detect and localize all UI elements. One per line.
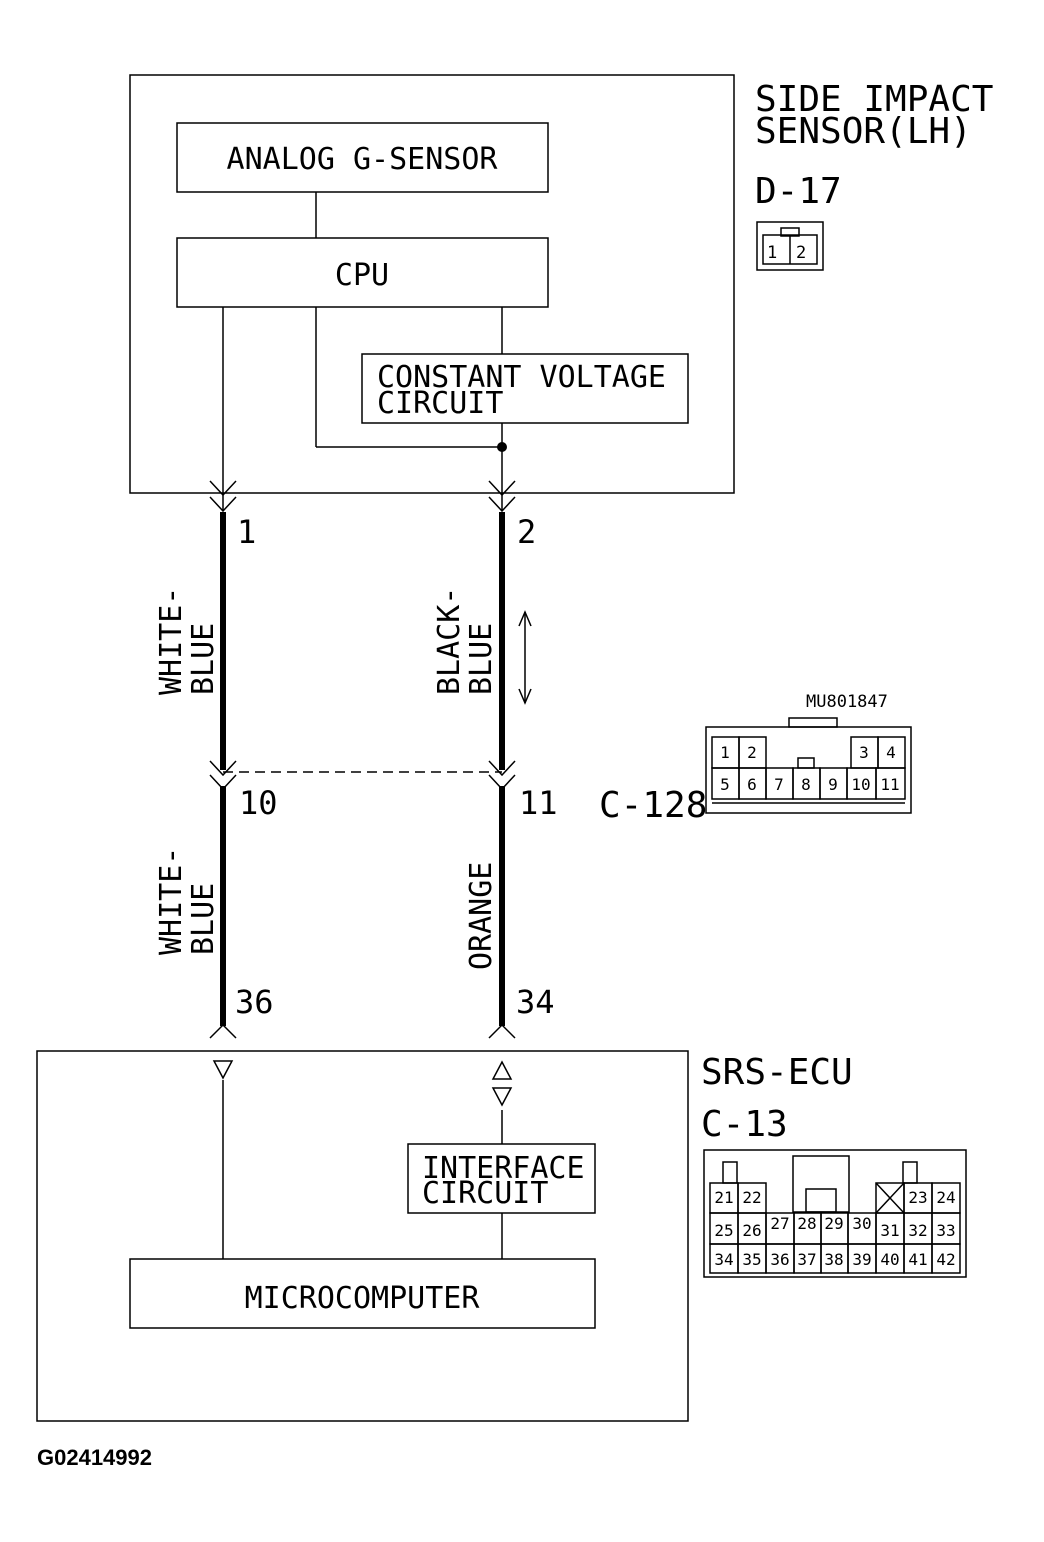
sensor-title-line2: SENSOR(LH) [755, 111, 972, 152]
microcomputer-label: MICROCOMPUTER [245, 1281, 481, 1316]
svg-text:26: 26 [742, 1221, 761, 1240]
svg-text:7: 7 [774, 775, 784, 794]
svg-text:41: 41 [908, 1250, 927, 1269]
pin-number: 11 [519, 784, 558, 822]
svg-text:9: 9 [828, 775, 838, 794]
ecu-box [36, 1050, 689, 1422]
constant-voltage-circuit-block [361, 353, 689, 424]
svg-text:28: 28 [797, 1214, 816, 1233]
cvc-label-line1: CONSTANT VOLTAGE [377, 360, 666, 395]
svg-text:42: 42 [936, 1250, 955, 1269]
svg-text:40: 40 [880, 1250, 899, 1269]
junction-dot [497, 442, 507, 452]
ecu-title: SRS-ECU [701, 1052, 853, 1093]
svg-text:11: 11 [880, 775, 899, 794]
cpu-label: CPU [335, 258, 389, 293]
sensor-title-line1: SIDE IMPACT [755, 79, 993, 120]
svg-text:3: 3 [859, 743, 869, 762]
pin-number: 1 [237, 513, 256, 551]
svg-text:27: 27 [770, 1214, 789, 1233]
svg-text:4: 4 [886, 743, 896, 762]
g-sensor-label: ANALOG G-SENSOR [227, 142, 499, 177]
wire-color-label: ORANGE [464, 862, 499, 970]
svg-text:32: 32 [908, 1221, 927, 1240]
c128-connector-icon [705, 717, 912, 814]
svg-text:38: 38 [824, 1250, 843, 1269]
c13-connector-icon [703, 1149, 967, 1278]
wire-color-label: BLACK- [432, 587, 467, 695]
input-triangle-icon [491, 1087, 513, 1107]
svg-text:21: 21 [714, 1188, 733, 1207]
wire-color-label: BLUE [186, 883, 221, 955]
svg-text:23: 23 [908, 1188, 927, 1207]
svg-text:31: 31 [880, 1221, 899, 1240]
interface-label-line2: CIRCUIT [422, 1176, 548, 1211]
svg-text:5: 5 [720, 775, 730, 794]
interface-label-line1: INTERFACE [422, 1151, 585, 1186]
c13-pin-labels: 21 22 23 24 25 26 27 28 29 30 31 32 33 3… [714, 1188, 955, 1269]
c128-connector-id: C-128 [599, 785, 707, 826]
pin-number: 10 [239, 784, 278, 822]
g-sensor-block [176, 122, 549, 193]
sensor-unit-box [129, 74, 735, 494]
svg-text:24: 24 [936, 1188, 955, 1207]
wire-color-label: BLUE [464, 623, 499, 695]
pin-number: 36 [235, 983, 274, 1021]
d17-pin-1: 1 [767, 243, 777, 263]
svg-text:37: 37 [797, 1250, 816, 1269]
svg-text:30: 30 [852, 1214, 871, 1233]
d17-connector-icon [756, 221, 824, 271]
bidirectional-arrow-icon [518, 610, 532, 705]
svg-text:8: 8 [801, 775, 811, 794]
input-triangle-icon [212, 1060, 234, 1080]
microcomputer-block [129, 1258, 596, 1329]
d17-pin-2: 2 [796, 243, 806, 263]
svg-text:29: 29 [824, 1214, 843, 1233]
figure-id: G02414992 [37, 1445, 152, 1470]
pin-number: 34 [516, 983, 555, 1021]
c128-pin-labels: 1 2 3 4 5 6 7 8 9 10 11 [720, 743, 899, 794]
svg-text:36: 36 [770, 1250, 789, 1269]
wire-color-label: BLUE [186, 623, 221, 695]
svg-text:1: 1 [720, 743, 730, 762]
svg-text:39: 39 [852, 1250, 871, 1269]
ecu-connector-id: C-13 [701, 1104, 788, 1145]
wire-color-label: WHITE- [154, 847, 189, 955]
svg-text:2: 2 [747, 743, 757, 762]
cvc-label-line2: CIRCUIT [377, 386, 503, 421]
sensor-connector-id: D-17 [755, 171, 842, 212]
svg-text:35: 35 [742, 1250, 761, 1269]
svg-text:34: 34 [714, 1250, 733, 1269]
c128-part-number: MU801847 [806, 692, 888, 712]
wire-color-label: WHITE- [154, 587, 189, 695]
svg-text:22: 22 [742, 1188, 761, 1207]
svg-text:10: 10 [851, 775, 870, 794]
svg-text:33: 33 [936, 1221, 955, 1240]
cpu-block [176, 237, 549, 308]
pin-number: 2 [517, 513, 536, 551]
output-triangle-icon [491, 1060, 513, 1080]
svg-text:25: 25 [714, 1221, 733, 1240]
svg-text:6: 6 [747, 775, 757, 794]
